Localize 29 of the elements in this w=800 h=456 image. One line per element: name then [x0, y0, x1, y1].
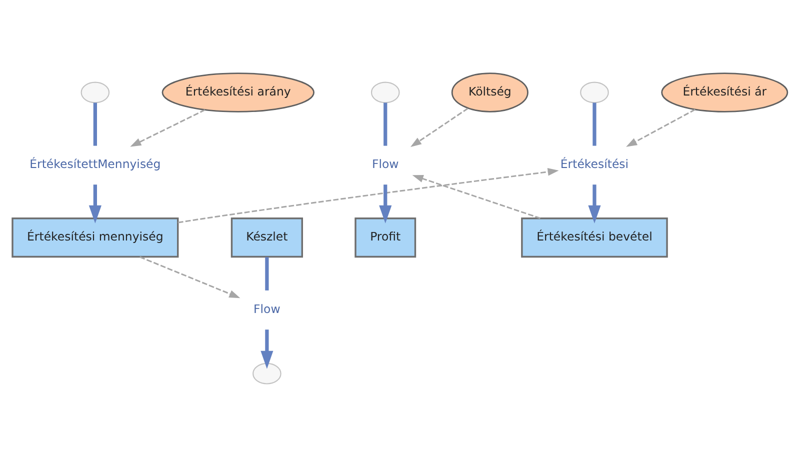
node-ellipse: Költség	[451, 72, 528, 112]
node-cloud	[80, 81, 110, 103]
arrow	[410, 107, 468, 147]
node-box: Profit	[354, 217, 416, 258]
arrow	[130, 108, 206, 146]
node-box: Értékesítési mennyiség	[12, 217, 179, 258]
arrow	[412, 174, 540, 218]
connector	[93, 102, 97, 146]
connector	[384, 102, 388, 146]
node-box: Készlet	[230, 217, 303, 258]
node-box: Értékesítési bevétel	[521, 217, 668, 258]
arrow	[260, 329, 274, 368]
node-ellipse: Értékesítési arány	[162, 72, 314, 112]
node-text: Értékesítési	[560, 156, 629, 171]
node-cloud	[370, 81, 400, 103]
arrow	[626, 108, 696, 146]
node-ellipse: Értékesítési ár	[661, 72, 788, 112]
node-text: Flow	[372, 156, 399, 171]
arrow	[178, 168, 559, 223]
node-cloud	[252, 362, 282, 384]
node-cloud	[580, 81, 609, 103]
connector	[265, 256, 269, 290]
arrow	[379, 184, 392, 223]
arrow	[88, 184, 102, 223]
node-text: Flow	[254, 302, 280, 316]
connector	[592, 102, 596, 146]
node-text: ÉrtékesítettMennyiség	[30, 156, 161, 171]
arrow	[588, 184, 601, 223]
arrow	[140, 256, 240, 298]
